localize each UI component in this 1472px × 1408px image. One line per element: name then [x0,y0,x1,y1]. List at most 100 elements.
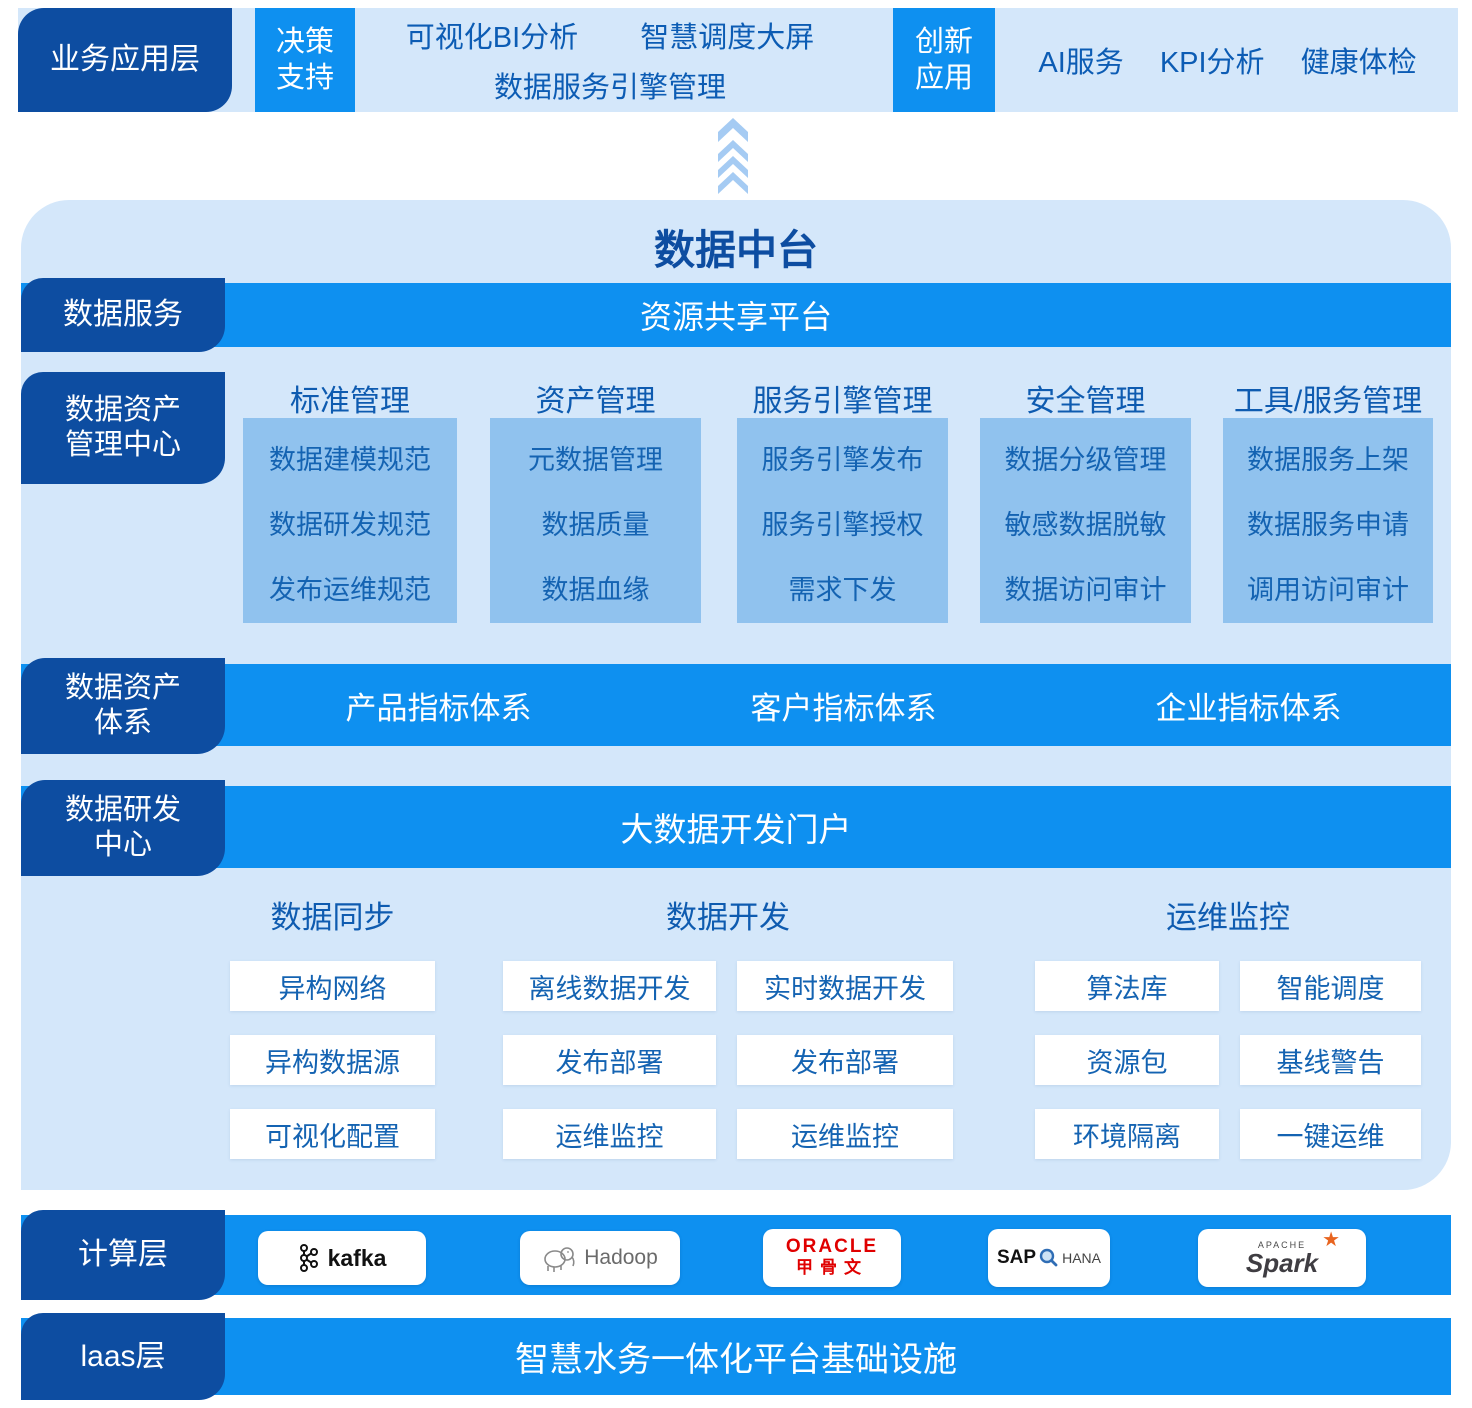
label-dev-center-line1: 数据研发 [64,794,181,827]
item-one-key-ops: 一键运维 [1240,1109,1421,1159]
item-algorithm-library: 算法库 [1035,961,1219,1011]
app-kpi-analysis: KPI分析 [1159,47,1265,79]
item-heterogeneous-network: 异构网络 [230,961,435,1011]
label-asset-mgmt-line2: 管理中心 [64,429,181,461]
item-data-dev-spec: 数据研发规范 [269,510,431,540]
app-ai-service: AI服务 [1038,47,1124,79]
oracle-logo-chinese-text: 甲骨文 [796,1258,868,1278]
tag-decision-support: 决策 支持 [255,8,355,112]
label-data-service: 数据服务 [21,278,225,352]
item-release-ops-spec: 发布运维规范 [269,575,431,605]
tag-innovation-apps: 创新 应用 [893,8,995,112]
bigdata-dev-portal-text: 大数据开发门户 [620,811,852,848]
label-business-app-layer: 业务应用层 [18,8,232,112]
logo-kafka: kafka [258,1231,426,1285]
label-asset-system-line2: 体系 [93,707,152,739]
label-data-asset-mgmt-center: 数据资产 管理中心 [21,372,225,484]
hadoop-logo-text: Hadoop [584,1246,658,1269]
label-business-app-layer-text: 业务应用层 [50,43,200,76]
column-header-asset-mgmt: 资产管理 [535,385,656,418]
item-enterprise-indicator-system: 企业指标体系 [1155,690,1342,726]
logo-sap-hana: SAP HANA [988,1229,1110,1287]
item-demand-dispatch: 需求下发 [788,575,897,605]
column-header-tool-service-mgmt: 工具/服务管理 [1233,385,1423,418]
item-data-access-audit: 数据访问审计 [1004,575,1167,605]
item-data-quality: 数据质量 [541,510,650,540]
item-realtime-data-dev: 实时数据开发 [737,961,953,1011]
sap-logo-text: SAP [997,1247,1037,1268]
label-asset-system-line1: 数据资产 [64,672,181,705]
innovation-apps: AI服务 KPI分析 健康体检 [1005,8,1450,112]
label-compute-layer: 计算层 [21,1210,225,1300]
item-data-lineage: 数据血缘 [541,575,650,605]
label-data-dev-center: 数据研发 中心 [21,780,225,876]
dev-header-ops-monitor: 运维监控 [1166,900,1290,935]
hadoop-elephant-icon [544,1247,575,1272]
label-data-service-text: 数据服务 [63,298,183,331]
spark-star-icon: ★ [1322,1229,1340,1251]
item-data-classification-mgmt: 数据分级管理 [1004,445,1167,475]
item-service-engine-authorize: 服务引擎授权 [761,510,924,540]
item-baseline-alert: 基线警告 [1240,1035,1421,1085]
label-iaas-layer: laas层 [21,1313,225,1400]
tag-innovation-line2: 应用 [914,62,973,94]
app-bi-analysis: 可视化BI分析 [405,22,579,54]
apache-logo-text: APACHE [1257,1239,1307,1250]
kafka-logo-text: kafka [327,1244,387,1271]
tag-decision-line1: 决策 [275,25,334,58]
item-smart-scheduling: 智能调度 [1240,961,1421,1011]
item-service-engine-publish: 服务引擎发布 [761,445,924,475]
logo-spark: APACHE Spark ★ [1198,1229,1366,1287]
item-env-isolation: 环境隔离 [1035,1109,1219,1159]
platform-title: 数据中台 [654,227,818,273]
column-box-standard-mgmt: 数据建模规范 数据研发规范 发布运维规范 [243,418,457,623]
app-health-check: 健康体检 [1300,47,1417,79]
logo-oracle: ORACLE 甲骨文 [763,1229,901,1287]
label-iaas-layer-text: laas层 [80,1339,166,1373]
tag-decision-line2: 支持 [275,62,334,94]
oracle-logo-text: ORACLE [785,1236,879,1258]
item-sensitive-data-masking: 敏感数据脱敏 [1004,510,1167,540]
column-header-service-engine-mgmt: 服务引擎管理 [752,385,933,418]
dev-header-data-develop: 数据开发 [666,900,790,935]
item-publish-deploy-1: 发布部署 [503,1035,716,1085]
label-asset-mgmt-line1: 数据资产 [64,394,181,427]
data-middle-platform-panel: 数据中台 资源共享平台 数据服务 数据资产 管理中心 标准管理 资产管理 服务引… [21,200,1451,1190]
hana-logo-text: HANA [1062,1250,1101,1266]
item-metadata-mgmt: 元数据管理 [528,445,663,475]
column-box-service-engine-mgmt: 服务引擎发布 服务引擎授权 需求下发 [737,418,948,623]
column-box-asset-mgmt: 元数据管理 数据质量 数据血缘 [490,418,701,623]
item-customer-indicator-system: 客户指标体系 [750,690,937,726]
item-publish-deploy-2: 发布部署 [737,1035,953,1085]
decision-apps-row1: 可视化BI分析 智慧调度大屏 [406,14,814,56]
item-product-indicator-system: 产品指标体系 [345,690,532,726]
decision-apps-row2: 数据服务引擎管理 [494,64,726,106]
item-data-service-listing: 数据服务上架 [1247,445,1409,475]
app-data-service-engine-mgmt: 数据服务引擎管理 [493,72,726,104]
label-compute-layer-text: 计算层 [78,1238,168,1271]
magnifier-icon [1039,1248,1058,1267]
label-dev-center-line2: 中心 [93,829,152,861]
app-smart-dispatch-screen: 智慧调度大屏 [640,22,815,54]
iaas-layer-bar: 智慧水务一体化平台基础设施 [21,1318,1451,1395]
kafka-icon [299,1244,318,1272]
logo-hadoop: Hadoop [520,1231,680,1285]
column-box-tool-service-mgmt: 数据服务上架 数据服务申请 调用访问审计 [1223,418,1433,623]
item-ops-monitor-1: 运维监控 [503,1109,716,1159]
item-data-modeling-spec: 数据建模规范 [269,445,431,475]
bigdata-dev-portal-bar: 大数据开发门户 [21,786,1451,868]
decision-support-apps: 可视化BI分析 智慧调度大屏 数据服务引擎管理 [365,8,855,112]
column-box-security-mgmt: 数据分级管理 敏感数据脱敏 数据访问审计 [980,418,1191,623]
resource-sharing-platform-text: 资源共享平台 [639,299,832,335]
item-offline-data-dev: 离线数据开发 [503,961,716,1011]
spark-logo-text: Spark [1245,1247,1319,1278]
item-data-service-apply: 数据服务申请 [1247,510,1409,540]
label-data-asset-system: 数据资产 体系 [21,658,225,754]
item-heterogeneous-datasource: 异构数据源 [230,1035,435,1085]
item-ops-monitor-2: 运维监控 [737,1109,953,1159]
tag-innovation-line1: 创新 [914,25,973,58]
column-header-security-mgmt: 安全管理 [1025,385,1146,418]
asset-system-bar: 产品指标体系 客户指标体系 企业指标体系 [21,664,1451,746]
dev-header-data-sync: 数据同步 [270,900,395,935]
